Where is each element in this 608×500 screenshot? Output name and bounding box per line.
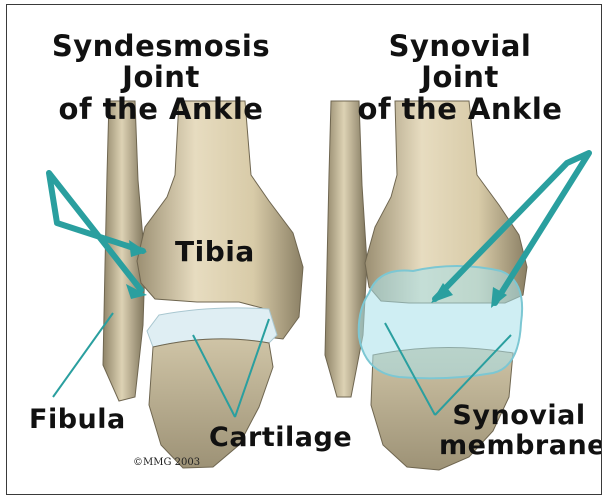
synovial-capsule — [359, 266, 522, 378]
syndesmosis-title: Syndesmosis Joint of the Ankle — [21, 31, 301, 125]
copyright-notice: ©MMG 2003 — [133, 457, 200, 468]
left-tibia-bone — [137, 101, 303, 339]
cartilage-label: Cartilage — [209, 423, 352, 452]
tibia-label: Tibia — [175, 237, 255, 267]
diagram-frame: Syndesmosis Joint of the Ankle Synovial … — [6, 4, 602, 495]
synovial-joint-title: Synovial Joint of the Ankle — [325, 31, 595, 125]
right-fibula-bone — [325, 101, 367, 397]
fibula-label: Fibula — [29, 405, 126, 434]
synovial-membrane-label: Synovial membrane — [439, 401, 599, 461]
